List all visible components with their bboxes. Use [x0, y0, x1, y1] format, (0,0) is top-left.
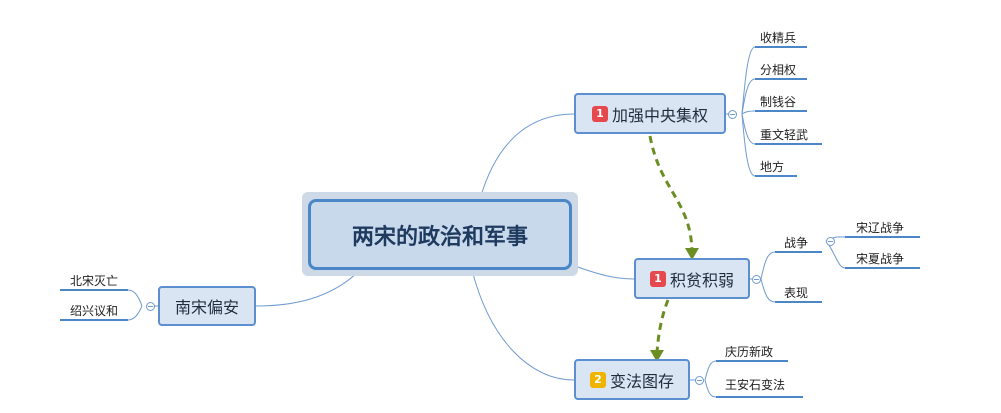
leaf-difang[interactable]: 地方	[760, 160, 785, 174]
priority-badge: 1	[649, 270, 666, 287]
collapse-icon[interactable]	[752, 275, 761, 284]
topic-jipin[interactable]: 1 积贫积弱	[634, 258, 750, 299]
leaf-shoujingbing[interactable]: 收精兵	[760, 31, 797, 45]
leaf-songxia[interactable]: 宋夏战争	[856, 252, 905, 266]
topic-label: 变法图存	[609, 371, 674, 391]
leaf-beisong[interactable]: 北宋灭亡	[70, 274, 119, 288]
collapse-icon[interactable]	[146, 302, 155, 311]
collapse-icon[interactable]	[695, 376, 704, 385]
topic-label: 积贫积弱	[669, 270, 734, 290]
leaf-biaoxian[interactable]: 表现	[784, 286, 809, 300]
leaf-songliao[interactable]: 宋辽战争	[856, 221, 905, 235]
topic-label: 南宋偏安	[174, 298, 239, 317]
leaf-qingli[interactable]: 庆历新政	[725, 345, 774, 359]
topic-bianfa[interactable]: 2 变法图存	[574, 359, 690, 400]
topic-label: 加强中央集权	[611, 105, 708, 125]
topic-nansong[interactable]: 南宋偏安	[158, 286, 256, 326]
priority-badge: 2	[589, 371, 606, 388]
leaf-zhiqiangu[interactable]: 制钱谷	[760, 95, 797, 109]
collapse-icon[interactable]	[826, 237, 835, 246]
collapse-icon[interactable]	[728, 110, 737, 119]
leaf-zhongwenqingwu[interactable]: 重文轻武	[760, 128, 809, 142]
leaf-shaoxing[interactable]: 绍兴议和	[70, 304, 119, 318]
leaf-zhanzheng[interactable]: 战争	[784, 236, 809, 250]
central-topic[interactable]: 两宋的政治和军事	[308, 199, 572, 270]
leaf-fenxiangquan[interactable]: 分相权	[760, 63, 797, 77]
leaf-wanganshi[interactable]: 王安石变法	[725, 378, 786, 392]
topic-jiaqiang[interactable]: 1 加强中央集权	[574, 93, 726, 134]
priority-badge: 1	[591, 105, 608, 122]
